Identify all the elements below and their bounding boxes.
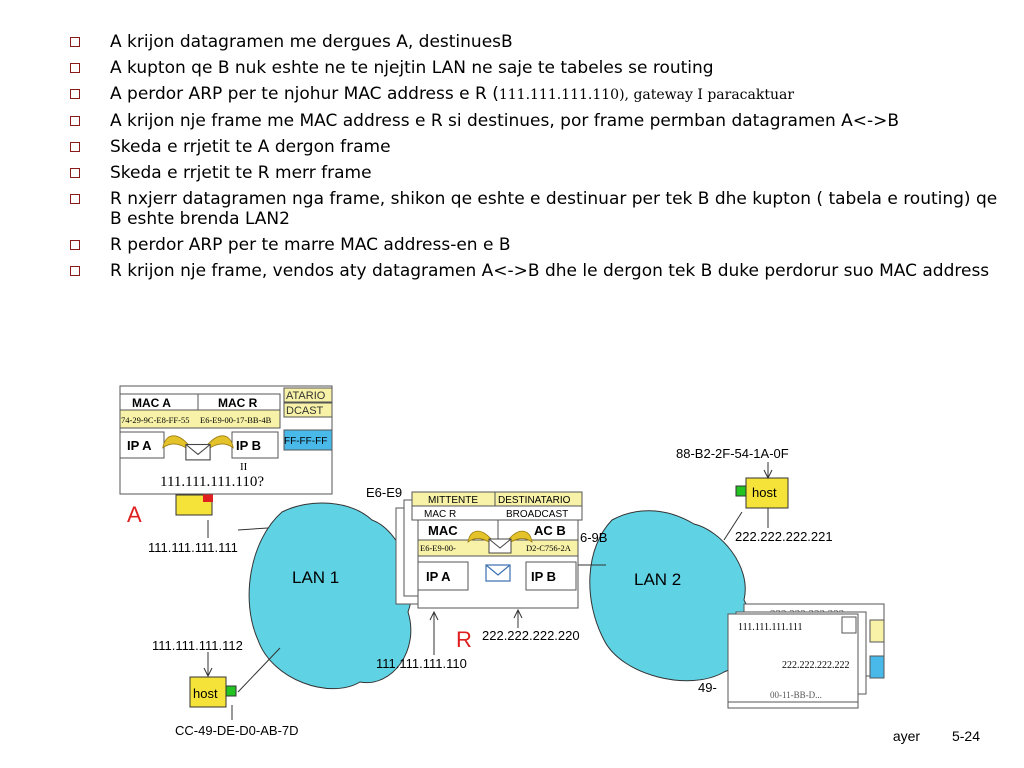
mac-112: CC-49-DE-D0-AB-7D [175, 723, 299, 738]
ip-a: 111.111.111.111 [148, 540, 238, 555]
bullet-box-icon [70, 37, 80, 47]
svg-text:49-: 49- [698, 680, 717, 695]
svg-text:BROADCAST: BROADCAST [506, 509, 568, 520]
svg-text:MAC R: MAC R [424, 509, 456, 520]
svg-text:IP A: IP A [426, 569, 451, 584]
bullet-box-icon [70, 63, 80, 73]
bullet-text: Skeda e rrjetit te A dergon frame [110, 137, 391, 157]
host-112 [189, 676, 227, 708]
bullet-text: A krijon nje frame me MAC address e R si… [110, 111, 900, 131]
bullet-box-icon [70, 116, 80, 126]
bullet-box-icon [70, 89, 80, 99]
svg-text:DESTINATARIO: DESTINATARIO [498, 495, 571, 506]
svg-text:II: II [240, 461, 248, 473]
svg-text:74-29-9C-E8-FF-55: 74-29-9C-E8-FF-55 [121, 415, 189, 425]
bullet-text: R perdor ARP per te marre MAC address-en… [110, 235, 511, 255]
bullet-box-icon [70, 266, 80, 276]
bullet-text: A perdor ARP per te njohur MAC address e… [110, 84, 499, 104]
slide-footer: ayer 5-24 [865, 728, 980, 744]
envelope-icon [485, 564, 511, 582]
bullet-text: A kupton qe B nuk eshte ne te njejtin LA… [110, 58, 714, 78]
frame2-mac-b: AC B [534, 523, 566, 538]
frame3-ip-bottom: 222.222.222.222 [782, 660, 850, 671]
host-b-port [735, 485, 747, 497]
ip-r1: 111.111.111.110 [376, 656, 467, 671]
mac-r2-partial: 6-9B [580, 530, 607, 545]
frame-2: MITTENTE DESTINATARIO MAC R BROADCAST MA… [395, 491, 583, 609]
node-r-label: R [456, 627, 472, 652]
ip-r2: 222.222.222.220 [482, 628, 580, 643]
frame1-query: 111.111.111.110? [160, 474, 264, 490]
bullet-text: R krijon nje frame, vendos aty datagrame… [110, 261, 990, 281]
bullet-box-icon [70, 194, 80, 204]
footer-chapter: ayer [892, 728, 921, 744]
bullet-item: A perdor ARP per te njohur MAC address e… [70, 84, 1000, 105]
frame1-mac-r: MAC R [218, 396, 258, 410]
bullet-item: R nxjerr datagramen nga frame, shikon qe… [70, 189, 1000, 229]
bullet-item: Skeda e rrjetit te R merr frame [70, 163, 1000, 183]
bullet-list: A krijon datagramen me dergues A, destin… [70, 32, 1000, 287]
svg-text:IP B: IP B [531, 569, 556, 584]
node-a-label: A [127, 502, 142, 527]
svg-text:MITTENTE: MITTENTE [428, 495, 478, 506]
bullet-text: A krijon datagramen me dergues A, destin… [110, 32, 513, 52]
envelope-icon [467, 530, 533, 554]
host-112-port [225, 685, 237, 697]
bullet-item: R perdor ARP per te marre MAC address-en… [70, 235, 1000, 255]
bullet-text: R nxjerr datagramen nga frame, shikon qe… [110, 189, 998, 229]
mac-b-host: 88-B2-2F-54-1A-0F [676, 446, 789, 461]
svg-text:DCAST: DCAST [286, 405, 324, 417]
lan1-label: LAN 1 [292, 568, 339, 587]
bullet-text: Skeda e rrjetit te R merr frame [110, 163, 372, 183]
lan2-cloud [589, 510, 752, 682]
lan2-label: LAN 2 [634, 570, 681, 589]
svg-text:00-11-BB-D...: 00-11-BB-D... [770, 690, 822, 700]
frame-1: ATARIO DCAST MAC A MAC R 74-29-9C-E8-FF-… [119, 385, 333, 495]
mac-r-partial: E6-E9 [366, 485, 402, 500]
svg-text:FF-FF-FF: FF-FF-FF [284, 436, 327, 447]
bullet-item: A krijon nje frame me MAC address e R si… [70, 111, 1000, 131]
footer-page: 5-24 [951, 728, 980, 744]
svg-text:E6-E9-00-17-BB-4B: E6-E9-00-17-BB-4B [200, 415, 272, 425]
frame2-mac: MAC [428, 523, 458, 538]
bullet-item: Skeda e rrjetit te A dergon frame [70, 137, 1000, 157]
host-112-label: host [193, 686, 218, 701]
frame3-ip-top: 111.111.111.111 [738, 622, 803, 633]
bullet-box-icon [70, 168, 80, 178]
ip-221: 222.222.222.221 [735, 529, 833, 544]
bullet-item: A krijon datagramen me dergues A, destin… [70, 32, 1000, 52]
svg-text:D2-C756-2A: D2-C756-2A [526, 543, 572, 553]
frame-3: 222 222 222 222 111.111.111.111 222.222.… [698, 603, 885, 709]
frame1-mac-a: MAC A [132, 396, 171, 410]
svg-text:IP B: IP B [236, 438, 261, 453]
lan1-cloud [248, 502, 413, 690]
svg-text:E6-E9-00-: E6-E9-00- [420, 543, 456, 553]
bullet-item: A kupton qe B nuk eshte ne te njejtin LA… [70, 58, 1000, 78]
svg-text:IP A: IP A [127, 438, 152, 453]
envelope-icon [162, 435, 234, 461]
bullet-box-icon [70, 240, 80, 250]
bullet-item: R krijon nje frame, vendos aty datagrame… [70, 261, 1000, 281]
bullet-small-text: 111.111.111.110), gateway I paracaktuar [498, 87, 795, 103]
svg-text:ATARIO: ATARIO [286, 390, 326, 402]
ip-112: 111.111.111.112 [152, 638, 243, 653]
bullet-box-icon [70, 142, 80, 152]
host-b-label: host [752, 485, 777, 500]
